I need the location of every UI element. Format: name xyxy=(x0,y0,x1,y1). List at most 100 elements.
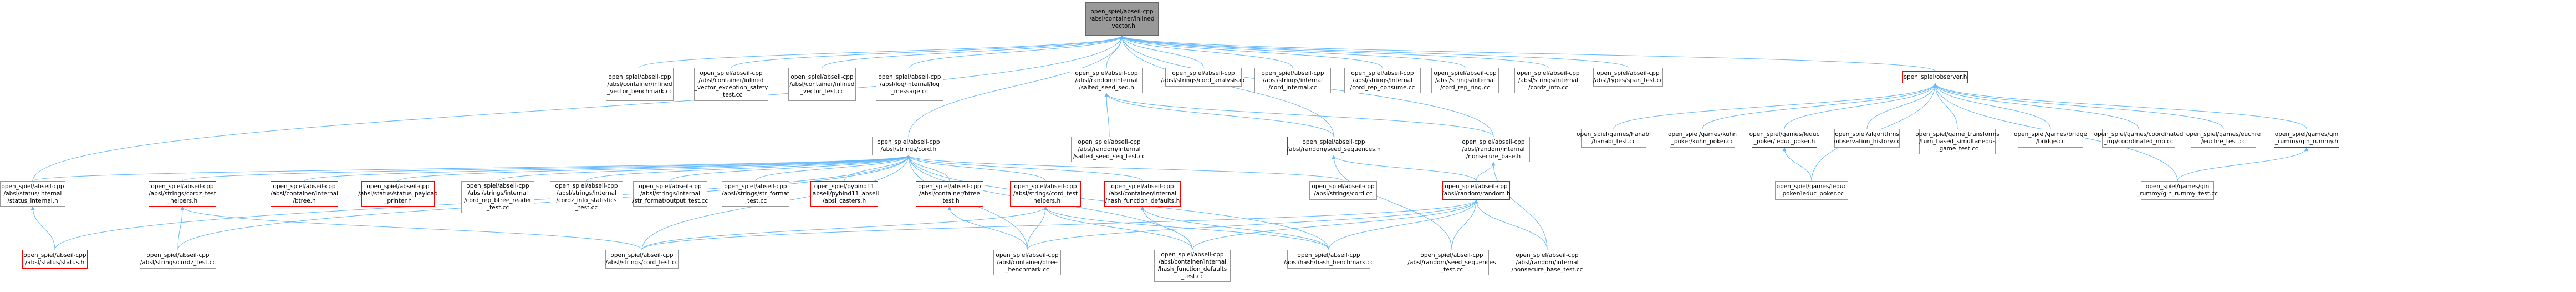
edge-n17-to-n12 xyxy=(1613,83,1937,129)
graph-node-n39[interactable]: open_spiel/abseil-cpp/absl/random/random… xyxy=(1442,181,1511,200)
edge-n1-to-n0 xyxy=(639,35,1124,68)
edge-n46-to-n36 xyxy=(1043,206,1193,250)
node-label-line: /absl/status/status_payload xyxy=(358,190,438,197)
graph-node-n6[interactable]: open_spiel/abseil-cpp/absl/strings/cord_… xyxy=(1161,68,1246,87)
node-label-line: /cordz_info_statistics xyxy=(556,197,617,204)
edge-n36-to-n13 xyxy=(906,155,1046,182)
graph-node-n24[interactable]: open_spiel/games/euchre/euchre_test.cc xyxy=(2186,129,2261,148)
graph-node-n45[interactable]: open_spiel/abseil-cpp/absl/container/btr… xyxy=(993,250,1061,275)
graph-node-n4[interactable]: open_spiel/abseil-cpp/absl/log/internal/… xyxy=(876,68,943,101)
graph-node-n31[interactable]: open_spiel/abseil-cpp/absl/strings/inter… xyxy=(550,181,623,213)
graph-node-n23[interactable]: open_spiel/games/coordinated_mp/coordina… xyxy=(2094,129,2183,148)
node-label-line: _vector_exception_safety xyxy=(694,84,768,91)
graph-node-n16[interactable]: open_spiel/abseil-cpp/absl/random/intern… xyxy=(1457,137,1530,162)
graph-node-n28[interactable]: open_spiel/abseil-cpp/absl/container/int… xyxy=(271,181,338,207)
node-label-line: /absl/strings/internal xyxy=(1518,77,1578,84)
edge-n23-to-n12 xyxy=(1933,83,2139,129)
node-label-line: /cord_rep_consume.cc xyxy=(1350,84,1415,91)
node-label-line: open_spiel/abseil-cpp xyxy=(1172,70,1235,77)
graph-node-n17[interactable]: open_spiel/games/hanabi/hanabi_test.cc xyxy=(1577,129,1651,148)
graph-node-n10[interactable]: open_spiel/abseil-cpp/absl/strings/inter… xyxy=(1514,68,1582,93)
graph-node-n9[interactable]: open_spiel/abseil-cpp/absl/strings/inter… xyxy=(1431,68,1499,93)
graph-node-n19[interactable]: open_spiel/games/leduc_poker/leduc_poker… xyxy=(1749,129,1819,148)
graph-node-n15[interactable]: open_spiel/abseil-cpp/absl/random/seed_s… xyxy=(1287,137,1381,155)
graph-node-n49[interactable]: open_spiel/abseil-cpp/absl/random/intern… xyxy=(1509,250,1585,275)
graph-node-n1[interactable]: open_spiel/abseil-cpp/absl/container/inl… xyxy=(606,68,674,101)
node-label-line: /absl/status/internal xyxy=(3,190,62,197)
node-label-line: open_spiel/abseil-cpp xyxy=(1075,69,1138,77)
graph-node-n37[interactable]: open_spiel/abseil-cpp/absl/container/int… xyxy=(1104,181,1181,207)
graph-node-n35[interactable]: open_spiel/abseil-cpp/absl/container/btr… xyxy=(916,181,983,207)
edge-n45-to-n36 xyxy=(1027,206,1048,250)
node-label-line: /absl/strings/internal xyxy=(1263,77,1323,84)
edge-n32-to-n13 xyxy=(670,155,911,182)
graph-node-n40[interactable]: open_spiel/games/leduc_poker/leduc_poker… xyxy=(1775,181,1848,200)
graph-node-n20[interactable]: open_spiel/algorithms/observation_histor… xyxy=(1834,129,1900,148)
graph-node-n26[interactable]: open_spiel/abseil-cpp/absl/status/intern… xyxy=(0,181,65,207)
node-label-line: /salted_seed_seq.h xyxy=(1079,84,1134,91)
node-label-line: open_spiel/games/leduc xyxy=(1776,183,1847,190)
node-label-line: /absl/random/internal xyxy=(1075,77,1138,84)
graph-node-n48[interactable]: open_spiel/abseil-cpp/absl/random/seed_s… xyxy=(1407,250,1496,275)
graph-node-n42[interactable]: open_spiel/abseil-cpp/absl/status/status… xyxy=(22,250,88,269)
node-label-line: /absl/container/btree xyxy=(919,190,980,197)
graph-node-n46[interactable]: open_spiel/abseil-cpp/absl/container/int… xyxy=(1154,250,1231,282)
graph-node-n7[interactable]: open_spiel/abseil-cpp/absl/strings/inter… xyxy=(1254,68,1331,93)
graph-node-n27[interactable]: open_spiel/abseil-cpp/absl/strings/cordz… xyxy=(149,181,216,207)
node-label-line: open_spiel/abseil-cpp xyxy=(1090,8,1154,15)
edge-n39-to-n15 xyxy=(1332,155,1477,182)
node-label-line: open_spiel/abseil-cpp xyxy=(146,252,210,259)
graph-node-n18[interactable]: open_spiel/games/kuhn_poker/kuhn_poker.c… xyxy=(1668,129,1737,148)
graph-node-n44[interactable]: open_spiel/abseil-cpp/absl/strings/cord_… xyxy=(605,250,679,269)
graph-node-n21[interactable]: open_spiel/game_transforms/turn_based_si… xyxy=(1915,129,1999,154)
graph-node-n29[interactable]: open_spiel/abseil-cpp/absl/status/status… xyxy=(358,181,438,207)
edge-n33-to-n13 xyxy=(755,155,911,182)
node-label-line: /absl/container/internal xyxy=(270,190,339,197)
node-label-line: _test.cc xyxy=(575,204,598,211)
node-label-line: _poker/leduc_poker.cc xyxy=(1779,190,1844,197)
node-label-line: /absl/container/internal xyxy=(1108,190,1177,197)
graph-node-n36[interactable]: open_spiel/abseil-cpp/absl/strings/cord_… xyxy=(1010,181,1081,207)
graph-node-n47[interactable]: open_spiel/abseil-cpp/absl/hash/hash_ben… xyxy=(1284,250,1374,269)
graph-node-n33[interactable]: open_spiel/abseil-cpp/absl/strings/str_f… xyxy=(722,181,789,207)
node-label-line: /status_internal.h xyxy=(7,197,58,204)
edge-n2-to-n0 xyxy=(731,35,1124,68)
edge-n45-to-n39 xyxy=(1027,199,1478,250)
graph-node-n32[interactable]: open_spiel/abseil-cpp/absl/strings/inter… xyxy=(632,181,708,207)
node-label-line: _rummy/gin_rummy.h xyxy=(2274,138,2339,145)
node-label-line: open_spiel/abseil-cpp xyxy=(1161,251,1224,258)
graph-node-n34[interactable]: open_spiel/pybind11_abseil/pybind11_abse… xyxy=(810,181,879,207)
edge-n44-to-n36 xyxy=(641,206,1048,250)
node-label-line: _test.cc xyxy=(720,92,743,98)
graph-node-n30[interactable]: open_spiel/abseil-cpp/absl/strings/inter… xyxy=(461,181,534,213)
graph-node-n8[interactable]: open_spiel/abseil-cpp/absl/strings/inter… xyxy=(1344,68,1421,93)
graph-node-n11[interactable]: open_spiel/abseil-cpp/absl/types/span_te… xyxy=(1593,68,1663,87)
node-label-line: _test.cc xyxy=(1181,273,1204,280)
graph-node-n5[interactable]: open_spiel/abseil-cpp/absl/random/intern… xyxy=(1070,68,1143,93)
graph-node-n25[interactable]: open_spiel/games/gin_rummy/gin_rummy.h xyxy=(2274,129,2339,148)
graph-node-n38[interactable]: open_spiel/abseil-cpp/absl/strings/cord.… xyxy=(1309,181,1377,200)
graph-node-n0[interactable]: open_spiel/abseil-cpp/absl/container/inl… xyxy=(1085,2,1159,36)
edge-n7-to-n0 xyxy=(1120,35,1293,68)
node-label-line: open_spiel/abseil-cpp xyxy=(1517,69,1580,77)
graph-node-n12[interactable]: open_spiel/observer.h xyxy=(1902,71,1968,83)
graph-node-n22[interactable]: open_spiel/games/bridge/bridge.cc xyxy=(2014,129,2087,148)
graph-node-n14[interactable]: open_spiel/abseil-cpp/absl/random/intern… xyxy=(1071,137,1147,162)
graph-node-n13[interactable]: open_spiel/abseil-cpp/absl/strings/cord.… xyxy=(872,137,945,155)
node-label-line: /absl/random/seed_sequences xyxy=(1407,259,1496,266)
node-label-line: /absl/strings/cord_test xyxy=(1013,190,1078,197)
node-label-line: _helpers.h xyxy=(1030,197,1061,204)
edge-n46-to-n37 xyxy=(1140,206,1193,250)
graph-node-n43[interactable]: open_spiel/abseil-cpp/absl/strings/cordz… xyxy=(140,250,216,269)
node-label-line: /hash_function_defaults.h xyxy=(1105,197,1180,204)
node-label-line: open_spiel/abseil-cpp xyxy=(273,183,336,190)
node-label-line: _vector_test.cc xyxy=(800,88,844,95)
node-label-line: /absl/strings/cord.cc xyxy=(1314,190,1373,197)
node-label-line: /absl/strings/internal xyxy=(1435,77,1495,84)
graph-node-n41[interactable]: open_spiel/games/gin_rummy/gin_rummy_tes… xyxy=(2137,181,2218,200)
edge-n6-to-n0 xyxy=(1120,35,1204,68)
node-label-line: /absl/types/span_test.cc xyxy=(1593,77,1664,84)
graph-node-n2[interactable]: open_spiel/abseil-cpp/absl/container/inl… xyxy=(694,68,768,101)
graph-node-n3[interactable]: open_spiel/abseil-cpp/absl/container/inl… xyxy=(788,68,856,101)
